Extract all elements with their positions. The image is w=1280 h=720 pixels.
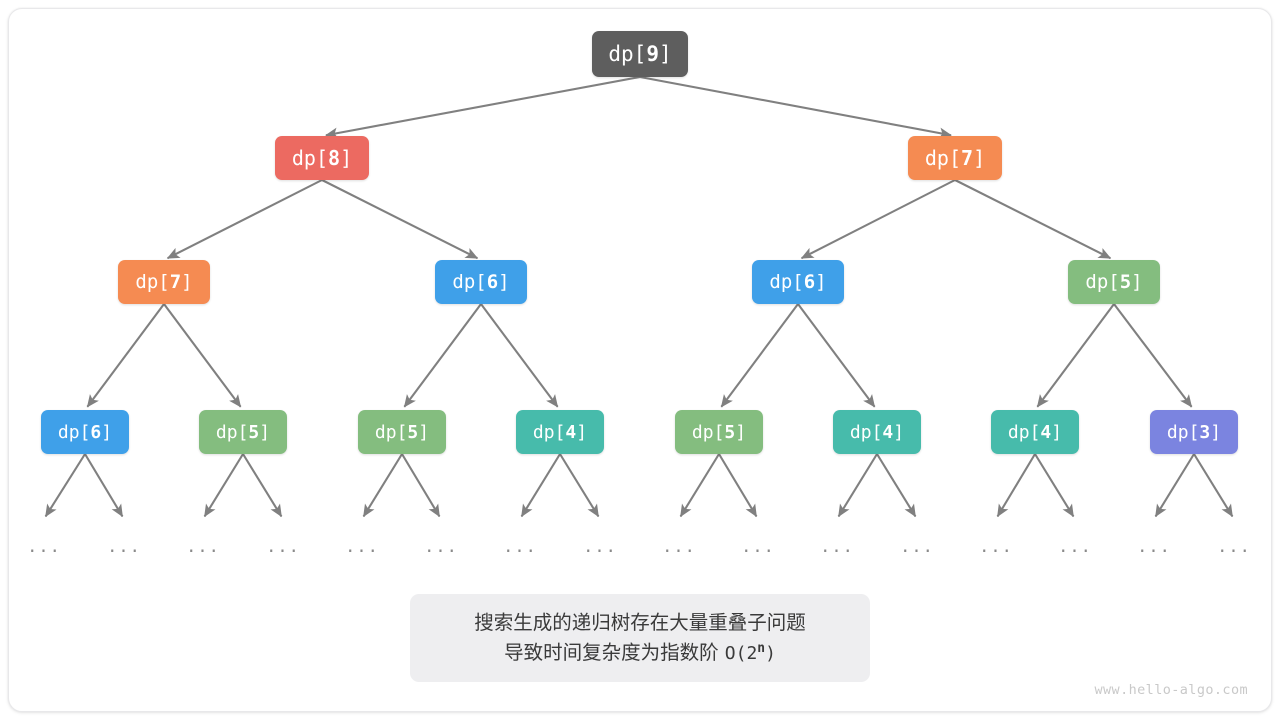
complexity-exponent: n: [757, 640, 766, 656]
complexity-notation: O(2n): [724, 640, 776, 664]
node-label-prefix: dp[: [849, 421, 883, 443]
node-label-suffix: ]: [1210, 421, 1222, 443]
node-label-prefix: dp[: [57, 421, 91, 443]
node-label-prefix: dp[: [215, 421, 249, 443]
tree-node-dp4[interactable]: dp[4]: [991, 410, 1079, 454]
ellipsis-marker: ...: [27, 537, 61, 557]
node-label-suffix: ]: [973, 146, 986, 170]
caption-box: 搜索生成的递归树存在大量重叠子问题 导致时间复杂度为指数阶 O(2n): [410, 594, 870, 682]
node-label-index: 4: [1040, 421, 1052, 443]
tree-node-dp5[interactable]: dp[5]: [199, 410, 287, 454]
node-label-prefix: dp[: [1007, 421, 1041, 443]
node-label-prefix: dp[: [532, 421, 566, 443]
tree-node-dp4[interactable]: dp[4]: [516, 410, 604, 454]
node-label-index: 6: [803, 271, 816, 293]
node-label-suffix: ]: [259, 421, 271, 443]
node-label-suffix: ]: [576, 421, 588, 443]
node-label-prefix: dp[: [691, 421, 725, 443]
tree-node-dp3[interactable]: dp[3]: [1150, 410, 1238, 454]
node-label-index: 9: [646, 42, 659, 66]
node-label-index: 8: [328, 146, 341, 170]
tree-node-dp8[interactable]: dp[8]: [275, 136, 369, 180]
ellipsis-marker: ...: [662, 537, 696, 557]
tree-node-dp7[interactable]: dp[7]: [908, 136, 1002, 180]
node-label-suffix: ]: [658, 42, 672, 66]
node-label-suffix: ]: [498, 271, 510, 293]
node-label-suffix: ]: [815, 271, 827, 293]
node-label-index: 5: [1119, 271, 1132, 293]
ellipsis-marker: ...: [741, 537, 775, 557]
node-label-prefix: dp[: [452, 271, 487, 293]
node-label-index: 5: [407, 421, 419, 443]
node-label-prefix: dp[: [135, 271, 170, 293]
caption-line-2-text: 导致时间复杂度为指数阶: [504, 640, 725, 664]
ellipsis-marker: ...: [979, 537, 1013, 557]
node-label-index: 5: [248, 421, 260, 443]
ellipsis-marker: ...: [583, 537, 617, 557]
ellipsis-marker: ...: [107, 537, 141, 557]
node-label-index: 7: [169, 271, 182, 293]
ellipsis-marker: ...: [820, 537, 854, 557]
ellipsis-marker: ...: [345, 537, 379, 557]
node-label-prefix: dp[: [291, 146, 329, 170]
tree-node-dp6[interactable]: dp[6]: [752, 260, 844, 304]
ellipsis-marker: ...: [900, 537, 934, 557]
node-label-suffix: ]: [181, 271, 193, 293]
node-label-index: 3: [1199, 421, 1211, 443]
complexity-suffix: ): [765, 642, 776, 664]
node-label-prefix: dp[: [769, 271, 804, 293]
caption-line-1: 搜索生成的递归树存在大量重叠子问题: [474, 610, 806, 634]
tree-node-dp9[interactable]: dp[9]: [592, 31, 688, 77]
ellipsis-marker: ...: [503, 537, 537, 557]
node-label-index: 4: [882, 421, 894, 443]
ellipsis-marker: ...: [266, 537, 300, 557]
tree-node-dp6[interactable]: dp[6]: [41, 410, 129, 454]
node-label-suffix: ]: [735, 421, 747, 443]
ellipsis-marker: ...: [1217, 537, 1251, 557]
node-label-suffix: ]: [101, 421, 113, 443]
node-label-prefix: dp[: [924, 146, 962, 170]
node-label-index: 6: [486, 271, 499, 293]
caption-line-2: 导致时间复杂度为指数阶 O(2n): [504, 641, 776, 666]
node-label-suffix: ]: [1051, 421, 1063, 443]
tree-node-dp5[interactable]: dp[5]: [358, 410, 446, 454]
complexity-base: O(2: [724, 642, 758, 664]
ellipsis-marker: ...: [424, 537, 458, 557]
node-label-suffix: ]: [1131, 271, 1143, 293]
node-label-prefix: dp[: [1085, 271, 1120, 293]
node-label-suffix: ]: [418, 421, 430, 443]
tree-node-dp6[interactable]: dp[6]: [435, 260, 527, 304]
node-label-index: 6: [90, 421, 102, 443]
tree-node-dp7[interactable]: dp[7]: [118, 260, 210, 304]
watermark: www.hello-algo.com: [1094, 682, 1248, 698]
node-label-suffix: ]: [893, 421, 905, 443]
node-label-index: 5: [724, 421, 736, 443]
ellipsis-marker: ...: [186, 537, 220, 557]
node-label-suffix: ]: [340, 146, 353, 170]
node-label-index: 7: [961, 146, 974, 170]
ellipsis-marker: ...: [1137, 537, 1171, 557]
node-label-prefix: dp[: [1166, 421, 1200, 443]
tree-node-dp4[interactable]: dp[4]: [833, 410, 921, 454]
tree-node-dp5[interactable]: dp[5]: [675, 410, 763, 454]
node-label-prefix: dp[: [374, 421, 408, 443]
ellipsis-marker: ...: [1058, 537, 1092, 557]
node-label-prefix: dp[: [608, 42, 647, 66]
tree-node-dp5[interactable]: dp[5]: [1068, 260, 1160, 304]
node-label-index: 4: [565, 421, 577, 443]
